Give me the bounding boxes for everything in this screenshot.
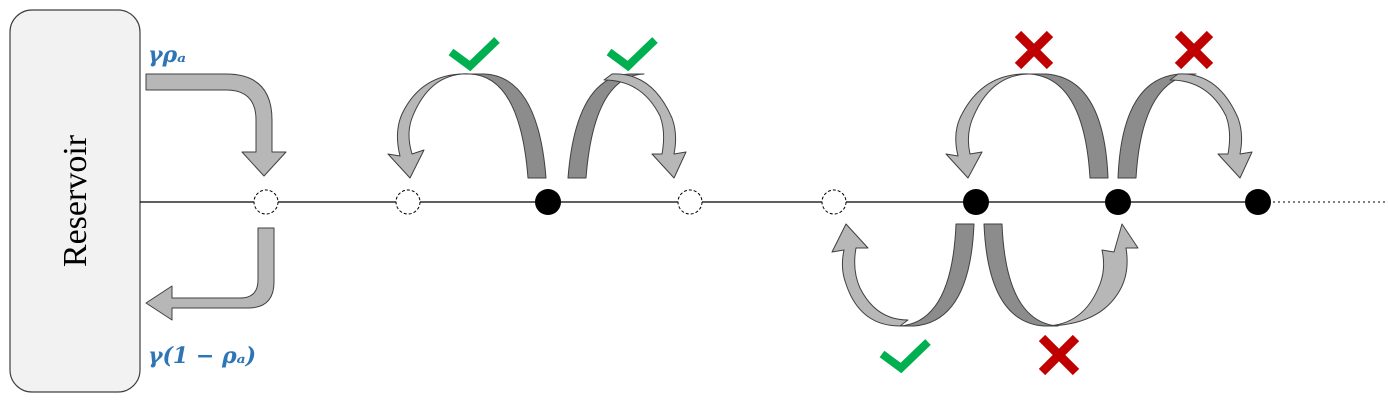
reservoir: Reservoir — [9, 9, 141, 393]
injection-arrow — [145, 73, 287, 177]
removal-arrow — [145, 227, 275, 321]
empty-site — [253, 189, 279, 215]
lattice-sites — [253, 189, 1271, 215]
check-icon — [606, 37, 658, 72]
particle-site — [963, 189, 989, 215]
particle-site — [1245, 189, 1271, 215]
hop-arrow-right-1 — [567, 73, 687, 179]
removal-rate-label: γ(1 − ρₐ) — [148, 343, 256, 369]
hop-arrow-below-left — [831, 223, 975, 327]
empty-site — [677, 189, 703, 215]
cross-icon — [1174, 30, 1214, 70]
empty-site — [395, 189, 421, 215]
hop-arrow-left-1 — [387, 73, 547, 179]
particle-site — [1105, 189, 1131, 215]
hop-arrow-left-2 — [945, 73, 1109, 179]
empty-site — [821, 189, 847, 215]
injection-rate-label: γρₐ — [148, 42, 186, 68]
hop-arrow-below-right — [983, 223, 1139, 327]
reservoir-label: Reservoir — [57, 134, 94, 267]
particle-site — [535, 189, 561, 215]
hop-arrow-right-2 — [1117, 73, 1253, 179]
cross-icon — [1038, 334, 1080, 376]
check-icon — [448, 37, 500, 72]
check-icon — [879, 339, 931, 374]
cross-icon — [1014, 30, 1054, 70]
